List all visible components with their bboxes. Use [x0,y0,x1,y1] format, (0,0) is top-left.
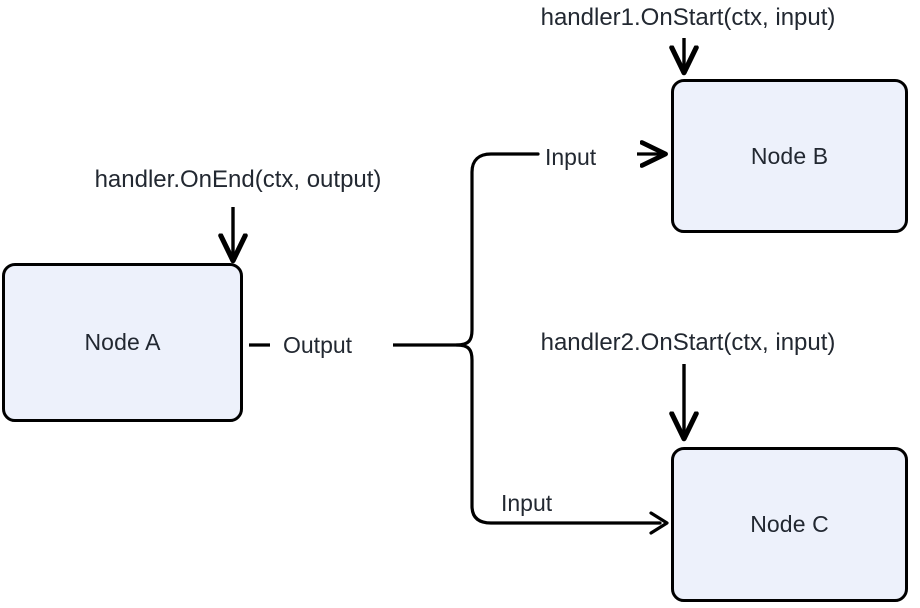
output-port-label: Output [283,332,353,358]
handler2-onstart-annotation: handler2.OnStart(ctx, input) [540,329,836,356]
node-b-box[interactable]: Node B [671,79,908,233]
handler-onend-annotation: handler.OnEnd(ctx, output) [94,166,382,193]
node-c-box[interactable]: Node C [671,447,908,602]
branch-splitter [455,152,662,525]
node-a-label: Node A [84,329,161,355]
node-c-label: Node C [750,511,829,537]
input-port-label-node-c: Input [501,490,553,516]
node-a-box[interactable]: Node A [2,263,243,422]
input-port-label-node-b: Input [545,144,597,170]
handler1-onstart-annotation: handler1.OnStart(ctx, input) [540,4,836,31]
input-arrow-node-c [649,511,669,535]
node-b-label: Node B [750,142,829,169]
